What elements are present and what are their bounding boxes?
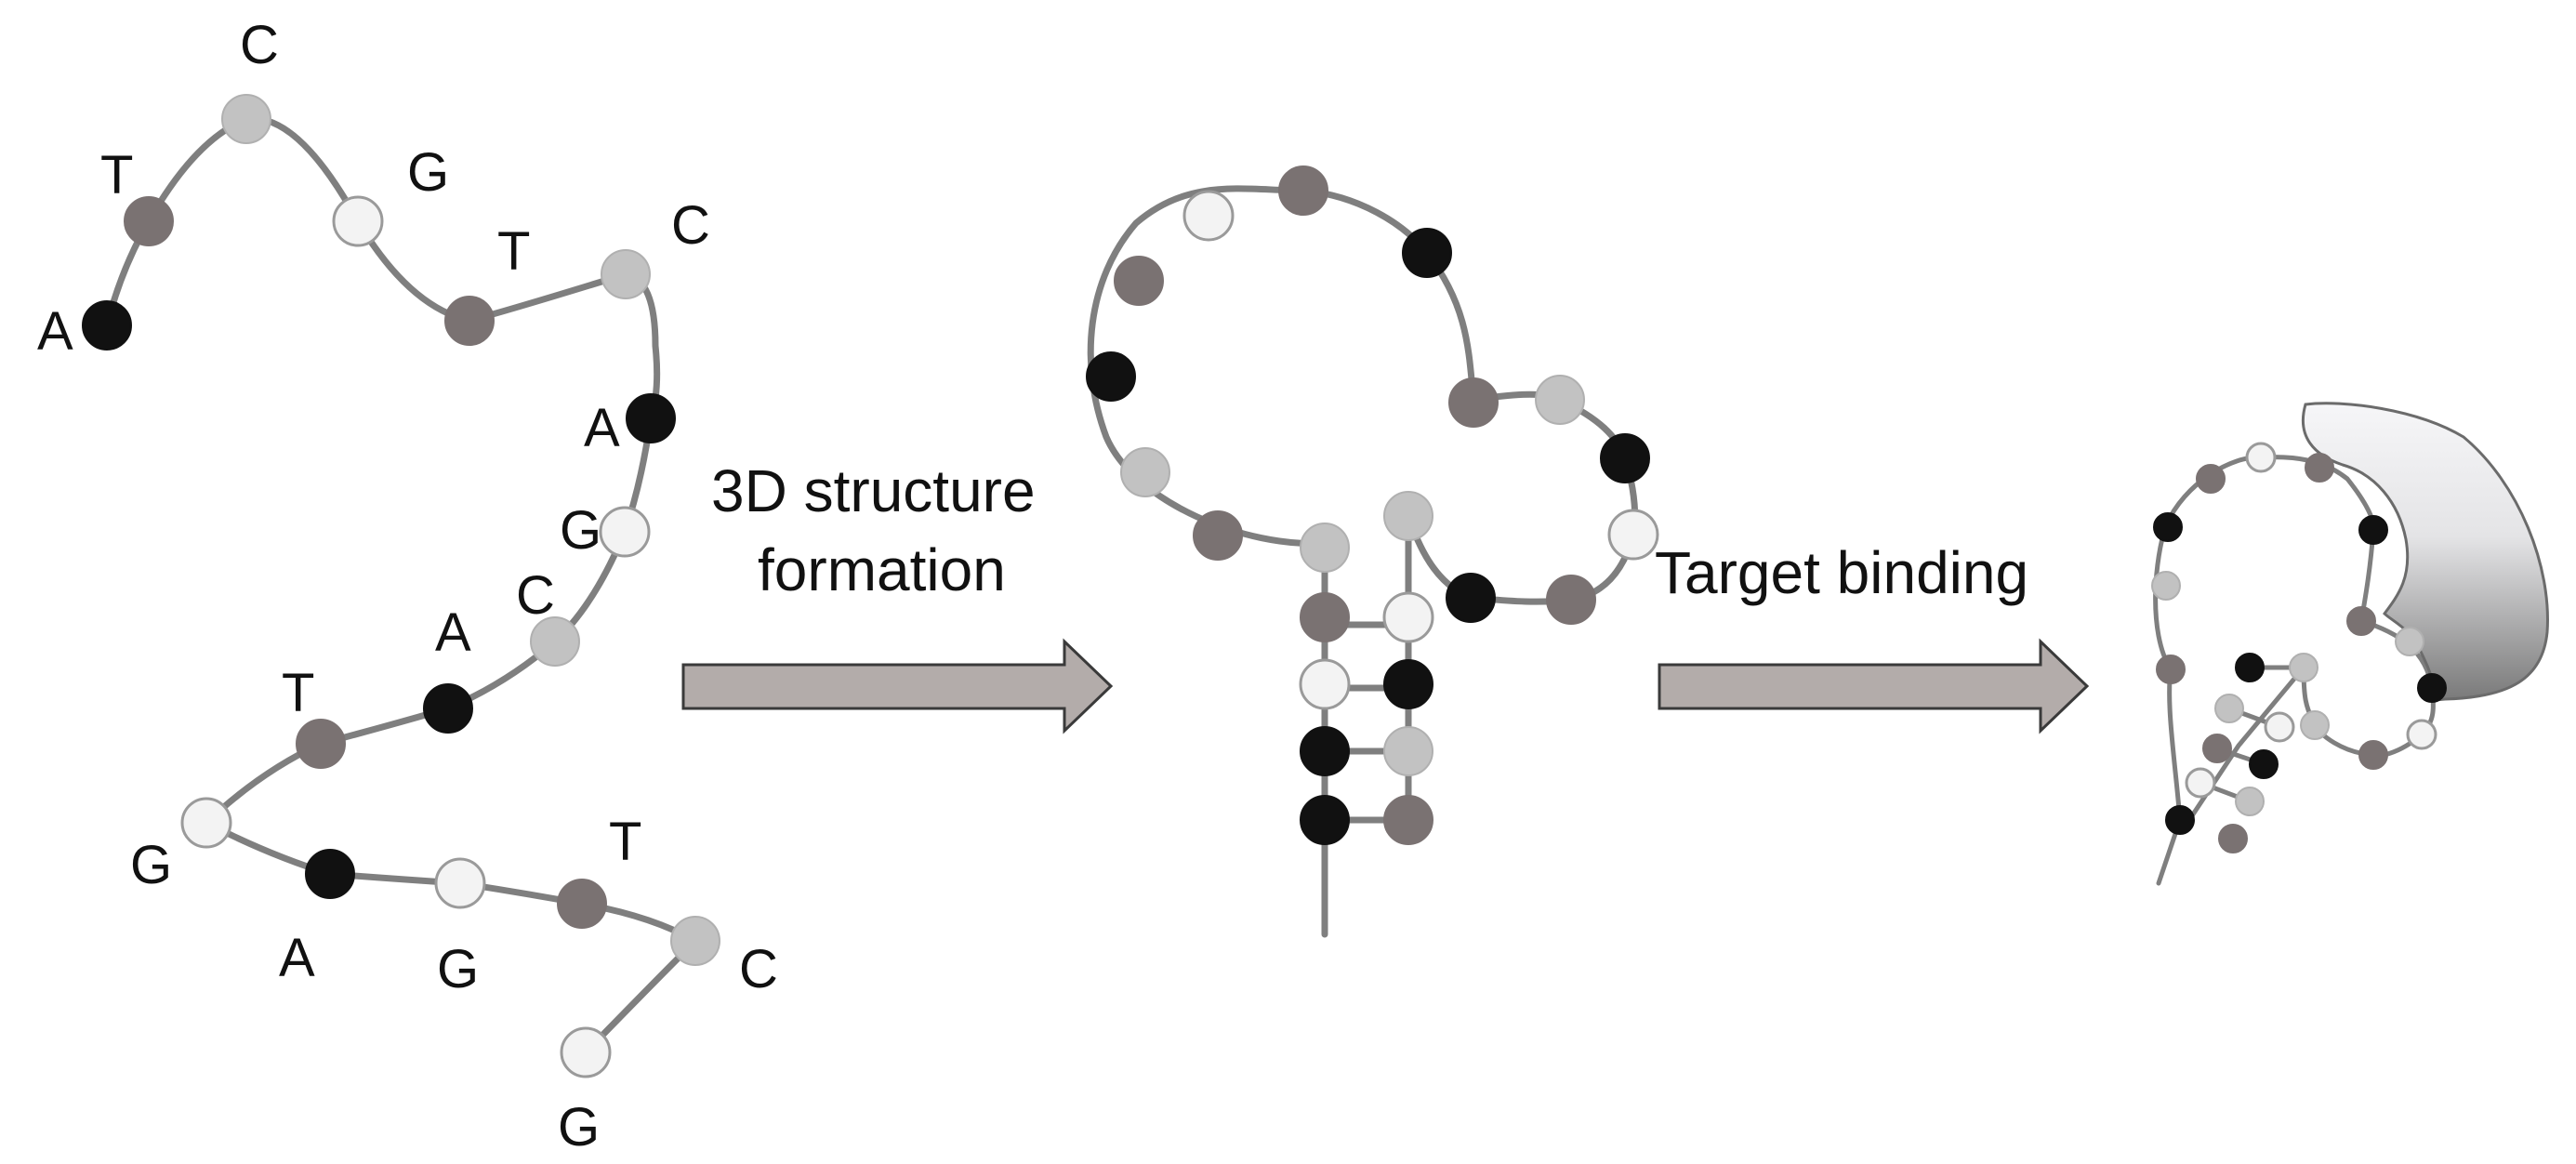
bead-A	[1086, 351, 1136, 402]
bead-T	[1193, 510, 1243, 561]
bead-A	[626, 393, 676, 443]
step-label-line2: formation	[758, 536, 1006, 603]
bead-T	[2218, 824, 2248, 853]
base-label: G	[437, 939, 479, 999]
bead-G	[2185, 767, 2216, 799]
bead-C	[2289, 653, 2318, 682]
bead-C	[601, 249, 651, 299]
aptamer-target-complex	[2151, 402, 2549, 886]
bead-C	[221, 94, 271, 144]
linear-beads	[82, 94, 720, 1078]
folded-beads	[1086, 165, 1659, 845]
bead-A	[2249, 749, 2279, 779]
stem-rungs	[1325, 621, 1408, 824]
bead-C	[2214, 694, 2244, 723]
bead-T	[557, 879, 607, 929]
bead-G	[1182, 190, 1235, 242]
bead-T	[1278, 165, 1328, 216]
bead-A	[1383, 659, 1433, 709]
bead-T	[2202, 734, 2232, 763]
bead-A	[2417, 673, 2447, 703]
base-label: G	[558, 1097, 600, 1157]
bead-T	[1448, 377, 1499, 428]
base-label: T	[497, 221, 530, 282]
base-label: A	[435, 602, 471, 663]
base-label: T	[100, 145, 133, 205]
bead-C	[1120, 447, 1170, 497]
arrow-structure-formation: 3D structure formation	[681, 457, 1114, 734]
bead-C	[1383, 726, 1433, 776]
bead-T	[2305, 453, 2334, 483]
base-label: C	[240, 15, 279, 75]
base-label: C	[739, 939, 778, 999]
bead-G	[2406, 719, 2437, 750]
bead-T	[2346, 606, 2376, 636]
bead-A	[1600, 433, 1650, 483]
bead-C	[1383, 491, 1433, 541]
bead-G	[332, 195, 384, 247]
bead-A	[423, 683, 473, 734]
bead-T	[2196, 464, 2226, 494]
bead-A	[305, 849, 355, 899]
bead-G	[2264, 711, 2295, 743]
bead-A	[1300, 726, 1350, 776]
base-label: G	[560, 500, 601, 561]
bead-G	[1299, 658, 1351, 710]
bead-G	[434, 857, 486, 909]
base-label: A	[279, 928, 315, 988]
bead-T	[1300, 592, 1350, 642]
bead-T	[2358, 740, 2388, 770]
bead-T	[1546, 575, 1596, 625]
step-label-line1: 3D structure	[711, 457, 1036, 524]
bead-G	[1607, 509, 1659, 561]
bead-C	[2235, 787, 2265, 816]
folded-aptamer	[1086, 165, 1659, 938]
bead-T	[2156, 655, 2186, 684]
arrow-right-icon-2	[1658, 638, 2090, 734]
bead-A	[2235, 653, 2265, 682]
bead-C	[2395, 627, 2424, 656]
arrow-target-binding: Target binding	[1655, 539, 2090, 734]
bead-A	[1446, 573, 1496, 623]
base-label: C	[516, 565, 555, 626]
step-label-target-binding: Target binding	[1655, 539, 2028, 606]
bead-C	[2300, 710, 2330, 740]
bead-G	[2245, 442, 2277, 473]
arrow-right-icon	[681, 638, 1114, 734]
target-molecule	[2301, 402, 2549, 702]
base-label: T	[609, 812, 641, 872]
base-label: A	[37, 301, 73, 362]
complex-beads	[2151, 442, 2447, 853]
bead-T	[1383, 795, 1433, 845]
bead-A	[1300, 795, 1350, 845]
bead-G	[180, 797, 232, 849]
bead-A	[82, 300, 132, 351]
bead-A	[1402, 228, 1452, 278]
bead-G	[560, 1026, 612, 1078]
base-label: A	[584, 398, 620, 458]
bead-T	[124, 196, 174, 246]
bead-C	[2151, 571, 2181, 601]
bead-A	[2165, 805, 2195, 835]
bead-C	[1300, 522, 1350, 573]
bead-T	[296, 719, 346, 769]
base-label: C	[671, 195, 710, 256]
bead-G	[1382, 591, 1434, 643]
bead-C	[1535, 375, 1585, 425]
bead-T	[444, 296, 495, 346]
bead-A	[2358, 515, 2388, 545]
bead-C	[670, 916, 720, 966]
base-label: G	[130, 835, 172, 895]
bead-A	[2153, 512, 2183, 542]
bead-T	[1114, 256, 1164, 306]
base-label: G	[407, 142, 449, 203]
bead-G	[599, 506, 651, 558]
bead-C	[530, 616, 580, 667]
base-label: T	[282, 663, 314, 723]
